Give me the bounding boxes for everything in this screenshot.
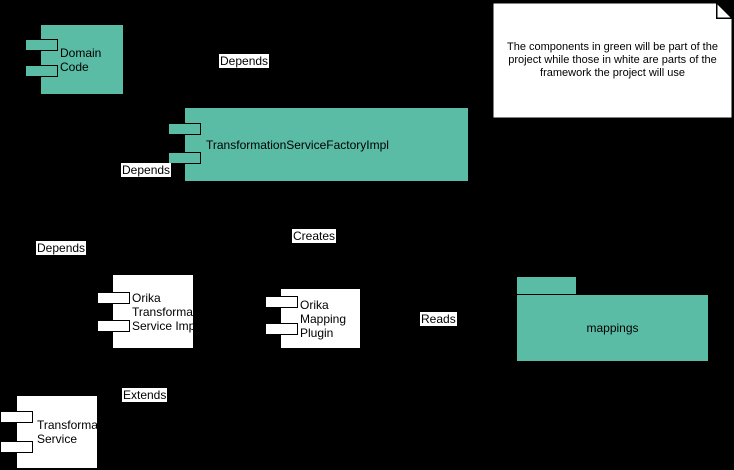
component-tab-icon — [168, 123, 201, 135]
component-tab-icon — [0, 441, 33, 453]
component-label: Orika Transformation Service Impl — [132, 290, 193, 333]
component-label: Orika Mapping Plugin — [300, 297, 347, 340]
component-domain-code: Domain Code — [25, 25, 123, 94]
edge-label-creates: Creates — [292, 229, 337, 243]
component-label: Domain Code — [60, 45, 102, 74]
component-body — [41, 25, 123, 94]
component-tab-icon — [168, 152, 201, 164]
component-tab-icon — [97, 292, 130, 304]
component-tab-icon — [265, 296, 298, 308]
component-transformation-service-factory-impl: TransformationServiceFactoryImpl — [168, 108, 468, 181]
component-label: TransformationServiceFactoryImpl — [206, 137, 389, 152]
component-label: Transformation Service — [37, 418, 97, 446]
edge-label-depends-3: Depends — [36, 241, 87, 255]
component-transformation-service: Transformation Service — [0, 396, 97, 468]
edge-label-reads: Reads — [420, 312, 457, 326]
edge-label-extends: Extends — [122, 388, 168, 402]
component-orika-transformation-service-impl: Orika Transformation Service Impl — [97, 275, 193, 348]
package-mappings: mappings — [517, 277, 708, 361]
note-text: The components in green will be part of … — [507, 41, 718, 79]
component-tab-icon — [25, 65, 58, 77]
package-tab — [517, 277, 576, 295]
component-body — [185, 108, 468, 181]
note-shape — [492, 2, 733, 119]
edge-label-depends-1: Depends — [219, 54, 270, 68]
component-tab-icon — [0, 411, 33, 423]
package-label: mappings — [586, 321, 639, 335]
component-body — [17, 396, 97, 468]
component-orika-mapping-plugin: Orika Mapping Plugin — [265, 289, 360, 348]
edge-label-depends-2: Depends — [121, 163, 172, 177]
component-tab-icon — [97, 320, 130, 332]
component-body — [113, 275, 193, 348]
component-tab-icon — [265, 323, 298, 335]
component-tab-icon — [25, 39, 58, 51]
note-fold-icon — [716, 2, 733, 19]
package-body: mappings — [517, 295, 708, 361]
note: The components in green will be part of … — [492, 2, 733, 119]
